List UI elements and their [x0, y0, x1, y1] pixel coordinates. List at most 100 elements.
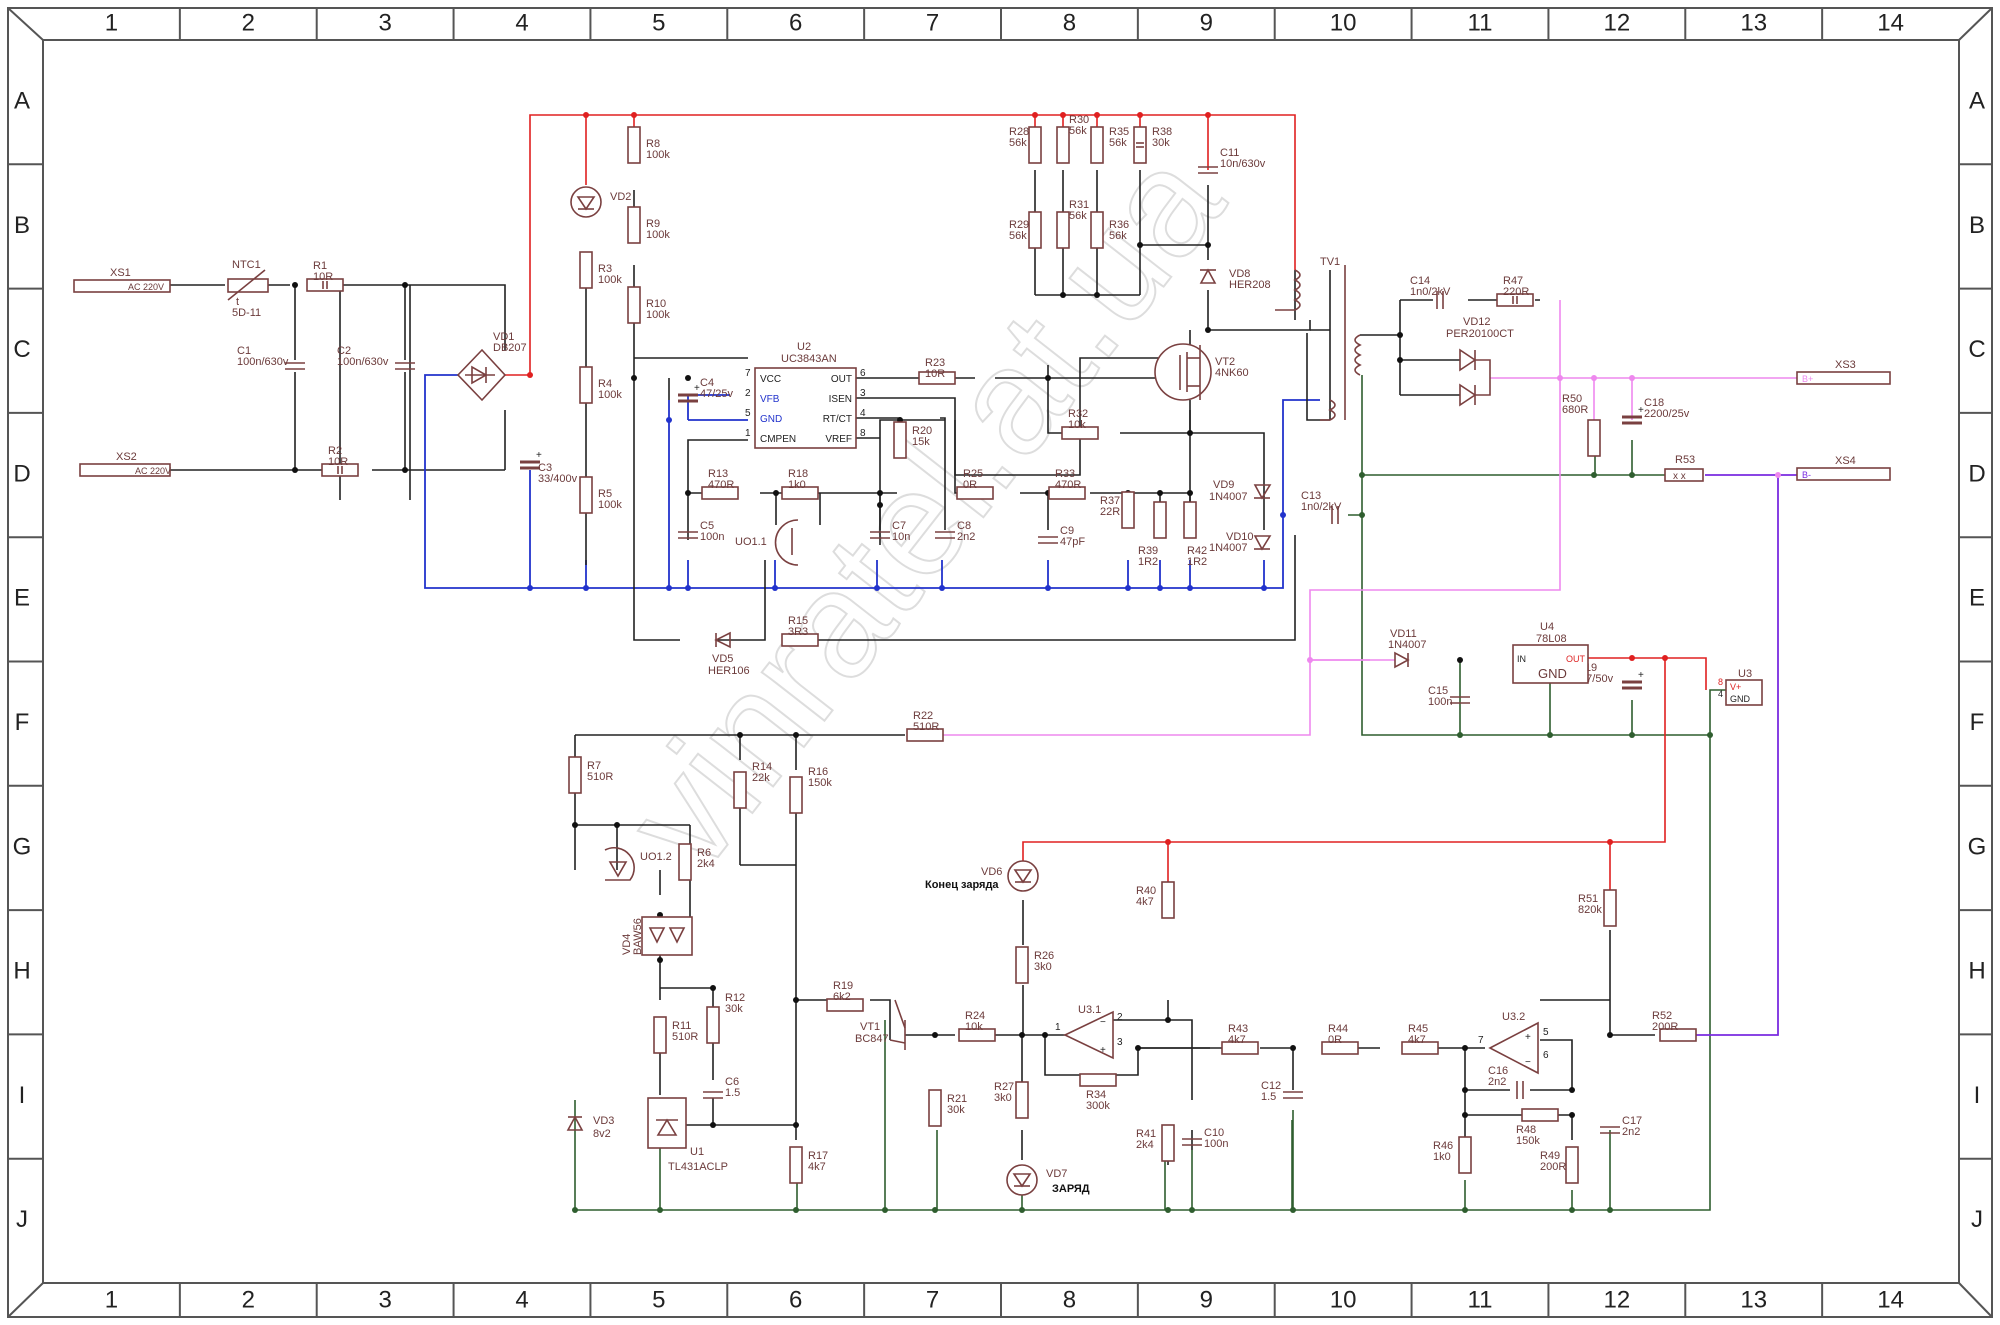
junction-dot: [1557, 375, 1563, 381]
component-ref: R5: [598, 488, 612, 500]
junction-dot: [1462, 1207, 1468, 1213]
column-label: 5: [652, 1286, 665, 1313]
component-value: 100n: [700, 531, 724, 543]
column-label: 8: [1063, 9, 1076, 36]
component-value: 1R2: [1138, 556, 1158, 568]
junction-dot: [583, 585, 589, 591]
component-ref: C8: [957, 520, 971, 532]
u2-pin-number: 7: [745, 368, 751, 379]
junction-dot: [773, 490, 779, 496]
component-ref: R34: [1086, 1089, 1106, 1101]
component-ref: R52: [1652, 1010, 1672, 1022]
column-label: 7: [926, 1286, 939, 1313]
component-ref: R20: [912, 425, 932, 437]
component-value: 0R: [1328, 1034, 1342, 1046]
component-value: 300k: [1086, 1100, 1110, 1112]
optocoupler-transistor-uo11: UO1.1: [735, 519, 799, 566]
junction-dot: [1187, 490, 1193, 496]
junction-dot: [793, 1207, 799, 1213]
junction-dot: [1397, 357, 1403, 363]
led-vd7: VD7 ЗАРЯД: [1006, 1164, 1090, 1196]
junction-dot: [631, 375, 637, 381]
component-value: 100n/630v: [237, 356, 289, 368]
junction-dot: [793, 732, 799, 738]
connector-xs3: XS3 B+: [1796, 359, 1891, 385]
junction-dot: [1045, 375, 1051, 381]
component-ref: C13: [1301, 490, 1321, 502]
column-label: 11: [1468, 1286, 1493, 1313]
component-ref: R3: [598, 263, 612, 275]
component-value: 680R: [1562, 404, 1588, 416]
row-label: F: [1970, 709, 1985, 736]
column-label: 2: [242, 9, 255, 36]
component-ref: R22: [913, 710, 933, 722]
component-ref: R21: [947, 1093, 967, 1105]
column-label: 6: [789, 1286, 802, 1313]
outer-border: [7, 7, 1993, 1318]
svg-text:GND: GND: [1538, 666, 1567, 681]
junction-dot: [1137, 112, 1143, 118]
opamp-supply-u3: U3 8 V+ 4 GND: [1718, 668, 1763, 706]
junction-dot: [1205, 242, 1211, 248]
u2-pin-number: 6: [860, 368, 866, 379]
component-value: 10n/630v: [1220, 158, 1266, 170]
junction-dot: [874, 585, 880, 591]
junction-dot: [1135, 1045, 1141, 1051]
column-label: 9: [1200, 9, 1213, 36]
svg-text:x x: x x: [1673, 471, 1686, 482]
svg-text:BAW56: BAW56: [632, 918, 644, 955]
junction-dot: [1157, 490, 1163, 496]
column-label: 8: [1063, 1286, 1076, 1313]
junction-dot: [1094, 292, 1100, 298]
component-ref: C2: [337, 345, 351, 357]
junction-dot: [1261, 585, 1267, 591]
svg-text:XS2: XS2: [116, 451, 137, 463]
row-label: C: [13, 336, 30, 363]
u2-pin-number: 1: [745, 428, 751, 439]
junction-dot: [1462, 1087, 1468, 1093]
component-ref: C15: [1428, 685, 1448, 697]
component-value: 56k: [1069, 210, 1087, 222]
svg-text:UC3843AN: UC3843AN: [781, 353, 837, 365]
svg-text:AC 220V: AC 220V: [128, 282, 164, 292]
column-label: 3: [378, 1286, 391, 1313]
component-value: 2200/25v: [1644, 408, 1690, 420]
polarity-mark: +: [694, 383, 700, 394]
row-label: G: [13, 833, 32, 860]
thermistor-ntc1: NTC1 t 5D-11: [227, 259, 269, 319]
junction-dot: [1032, 112, 1038, 118]
junction-dot: [1187, 430, 1193, 436]
component-ref: R18: [788, 468, 808, 480]
connector-xs2: XS2 AC 220V: [79, 451, 171, 477]
svg-text:V+: V+: [1730, 682, 1741, 692]
junction-dot: [666, 585, 672, 591]
diode-vd5: VD5 HER106: [708, 631, 750, 677]
component-ref: R12: [725, 992, 745, 1004]
opamp-u32: U3.2 5 6 7 + −: [1478, 1011, 1549, 1075]
component-ref: R38: [1152, 126, 1172, 138]
svg-text:PER20100CT: PER20100CT: [1446, 328, 1514, 340]
svg-text:VT2: VT2: [1215, 356, 1235, 368]
component-ref: R1: [313, 260, 327, 272]
junction-dot: [1457, 732, 1463, 738]
svg-text:−: −: [1525, 1057, 1531, 1068]
junction-dot: [882, 1207, 888, 1213]
junction-dot: [657, 957, 663, 963]
component-ref: R36: [1109, 219, 1129, 231]
svg-text:VD7: VD7: [1046, 1168, 1067, 1180]
component-value: 15k: [912, 436, 930, 448]
